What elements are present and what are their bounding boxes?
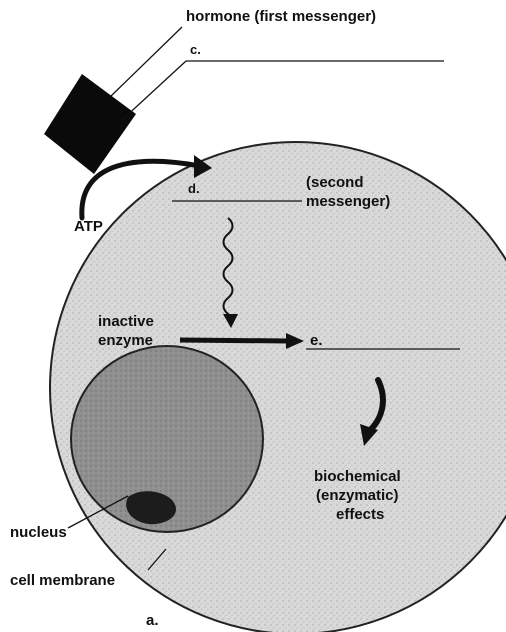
enzyme-arrow: [180, 340, 288, 341]
cell-membrane-label: cell membrane: [10, 572, 115, 589]
blank-d-label: d.: [188, 181, 200, 196]
second-messenger-label-2: messenger): [306, 193, 390, 210]
atp-label: ATP: [74, 218, 103, 235]
inactive-enzyme-label-1: inactive: [98, 313, 154, 330]
nucleus-label: nucleus: [10, 524, 67, 541]
c-leader: [122, 61, 186, 120]
blank-e-label: e.: [310, 332, 323, 349]
hormone-label: hormone (first messenger): [186, 8, 376, 25]
hormone-leader: [110, 27, 182, 97]
second-messenger-label-1: (second: [306, 174, 364, 191]
effects-label-1: biochemical: [314, 468, 401, 485]
hormone-receptor: [44, 74, 136, 174]
blank-c-label: c.: [190, 42, 201, 57]
figure-label-a: a.: [146, 612, 159, 629]
inactive-enzyme-label-2: enzyme: [98, 332, 153, 349]
effects-label-2: (enzymatic): [316, 487, 399, 504]
effects-label-3: effects: [336, 506, 384, 523]
